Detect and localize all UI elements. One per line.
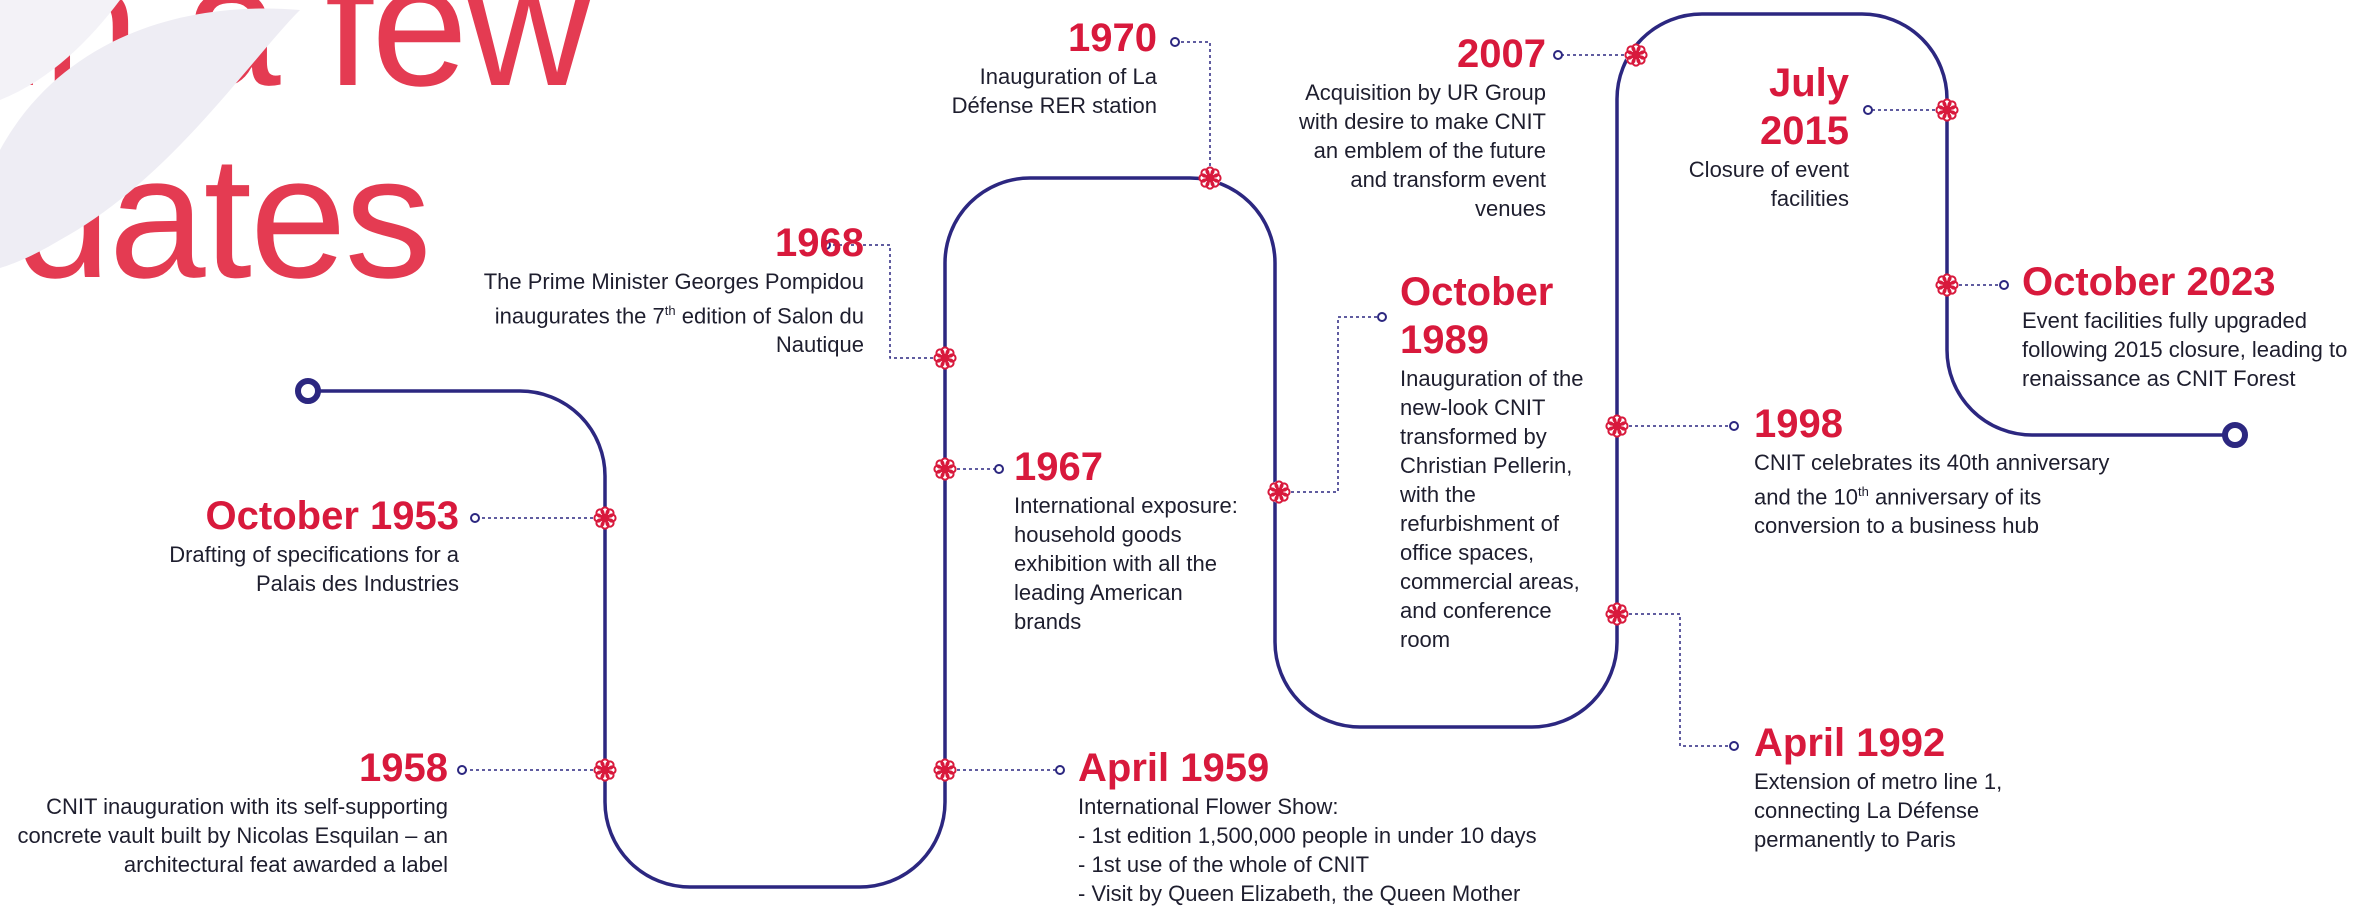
event-date: 2007 [1457,32,1546,76]
event-date: 1967 [1014,445,1103,489]
event-1992: April 1992 Extension of metro line 1, co… [1754,719,2054,854]
event-description-part: anniversary of its conversion to a busin… [1754,484,2042,539]
event-1959: April 1959 International Flower Show: 1s… [1078,744,1598,908]
event-description: CNIT inauguration with its self-supporti… [17,794,448,877]
flower-marker-1967 [933,457,957,481]
event-1958: 1958 CNIT inauguration with its self-sup… [0,744,448,879]
event-description-part: edition of Salon du Nautique [675,303,864,358]
decorative-leaf-shape [0,8,300,269]
connector-dot-1959 [1055,765,1065,775]
flower-marker-1989 [1267,480,1291,504]
decorative-leaf-shape-2 [0,0,120,100]
timeline-start-marker [295,378,321,404]
event-date: July 2015 [1760,61,1849,153]
flower-marker-2015 [1935,98,1959,122]
event-bullet: 1st edition 1,500,000 people in under 10… [1078,821,1598,850]
flower-marker-2007 [1624,43,1648,67]
event-date: October 1989 [1400,270,1554,362]
event-description: CNIT celebrates its 40th anniversary and… [1754,448,2114,540]
event-1970: 1970 Inauguration of La Défense RER stat… [917,14,1157,120]
event-date: 1970 [1068,16,1157,60]
event-description: International exposure: household goods … [1014,493,1238,634]
event-2015: July 2015 Closure of event facilities [1659,59,1849,213]
event-description: Inauguration of La Défense RER station [951,64,1157,118]
flower-marker-1958 [593,758,617,782]
event-bullet: 1st use of the whole of CNIT [1078,850,1598,879]
event-description-superscript: th [1857,484,1869,499]
event-date: April 1959 [1078,746,1270,790]
timeline-path [308,12,2235,889]
flower-marker-1953 [593,506,617,530]
timeline-end-marker [2222,422,2248,448]
connector-dot-1967 [994,464,1004,474]
connector-dot-1998 [1729,421,1739,431]
connector-dot-1970 [1170,37,1180,47]
event-description-part: The Prime Minister Georges Pompidou inau… [483,269,864,329]
event-description-superscript: th [664,303,676,318]
connector-1992 [1617,613,1732,747]
connector-dot-2023 [1999,280,2009,290]
flower-marker-1998 [1605,414,1629,438]
event-description: Event facilities fully upgraded followin… [2022,308,2348,391]
event-description: Acquisition by UR Group with desire to m… [1299,80,1546,221]
connector-1989 [1279,316,1380,493]
flower-marker-1970 [1198,166,1222,190]
event-date: April 1992 [1754,721,1946,765]
connector-dot-2007 [1553,50,1563,60]
event-1989: October 1989 Inauguration of the new-loo… [1400,268,1590,654]
connector-1970 [1175,41,1211,178]
event-date: October 1953 [205,494,459,538]
event-description-part: CNIT celebrates its 40th anniversary and… [1754,450,2110,510]
event-1953: October 1953 Drafting of specifications … [119,492,459,598]
connector-dot-1992 [1729,741,1739,751]
connector-dot-1953 [470,513,480,523]
connector-dot-2015 [1863,105,1873,115]
event-2007: 2007 Acquisition by UR Group with desire… [1276,30,1546,223]
event-date: October 2023 [2022,260,2276,304]
event-date: 1958 [359,746,448,790]
event-date: 1968 [775,221,864,265]
connector-1968 [826,244,945,359]
event-2023: October 2023 Event facilities fully upgr… [2022,258,2372,393]
connector-dot-1989 [1377,312,1387,322]
flower-marker-2023 [1935,273,1959,297]
connector-dot-1968 [821,240,831,250]
event-description: Drafting of specifications for a Palais … [169,542,459,596]
event-description: Inauguration of the new-look CNIT transf… [1400,366,1584,652]
event-1998: 1998 CNIT celebrates its 40th anniversar… [1754,400,2114,540]
event-1968: 1968 The Prime Minister Georges Pompidou… [434,219,864,359]
event-description: Extension of metro line 1, connecting La… [1754,769,2003,852]
event-description: International Flower Show: [1078,794,1339,819]
event-description: The Prime Minister Georges Pompidou inau… [434,267,864,359]
event-bullet: Visit by Queen Elizabeth, the Queen Moth… [1078,879,1598,908]
event-1967: 1967 International exposure: household g… [1014,443,1254,636]
flower-marker-1959 [933,758,957,782]
event-bullet-list: 1st edition 1,500,000 people in under 10… [1078,821,1598,908]
event-description: Closure of event facilities [1688,157,1849,211]
event-date: 1998 [1754,402,1843,446]
flower-marker-1992 [1605,602,1629,626]
flower-marker-1968 [933,346,957,370]
connector-dot-1958 [457,765,467,775]
